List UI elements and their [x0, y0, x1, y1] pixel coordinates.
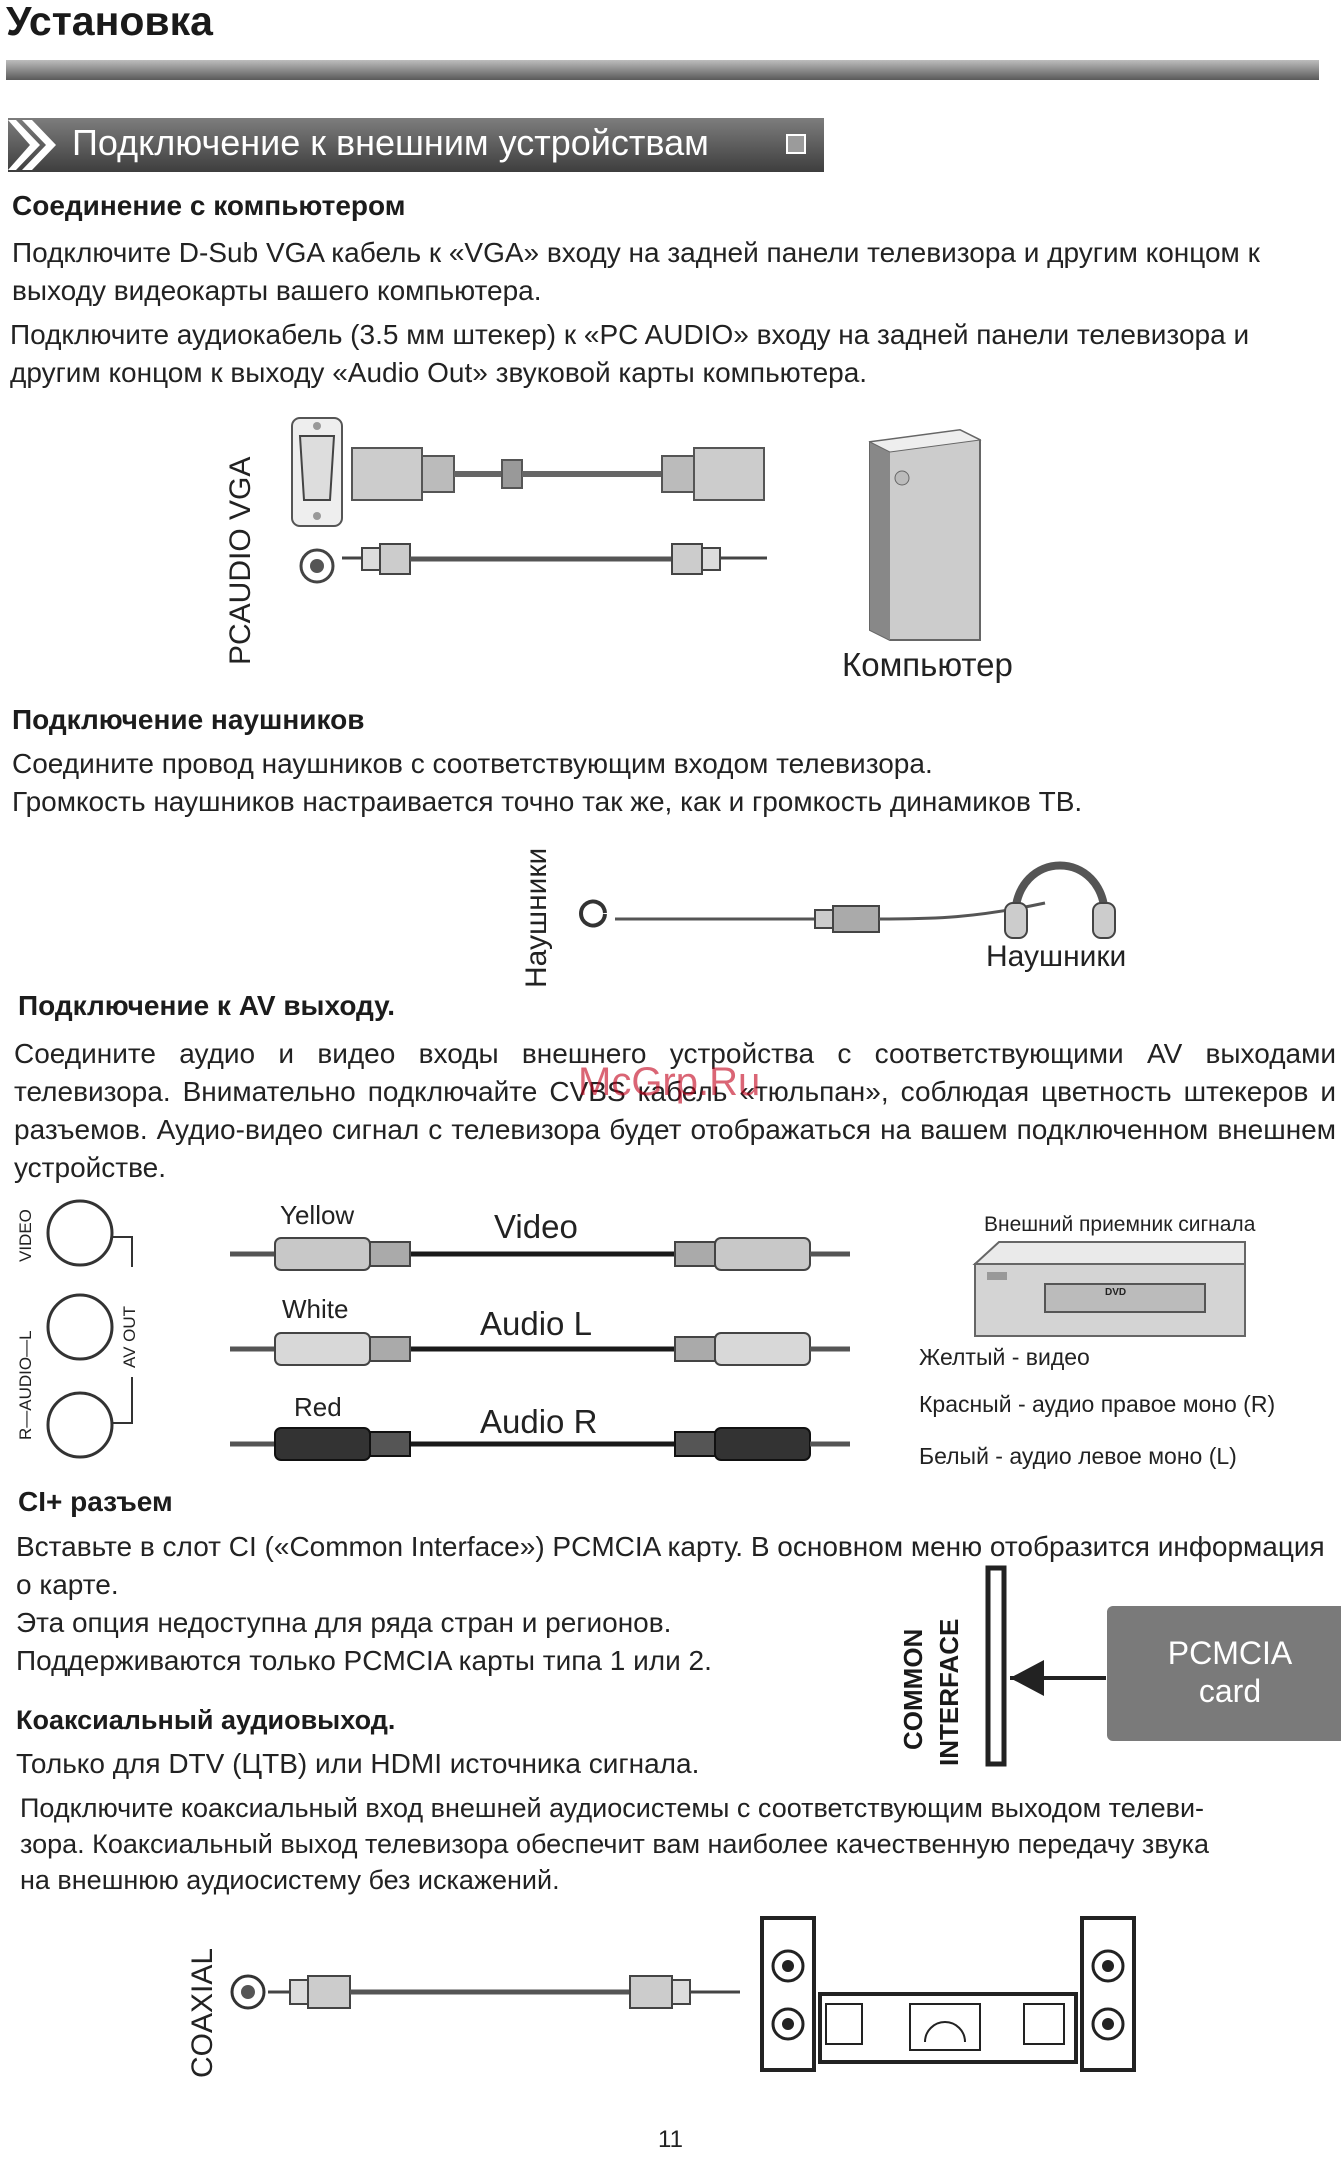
av-heading: Подключение к AV выходу. — [18, 990, 396, 1021]
audio-system-icon — [760, 1916, 1136, 2072]
section-banner-title: Подключение к внешним устройствам — [72, 122, 709, 163]
ci-paragraph-1: Вставьте в слот CI («Common Interface») … — [16, 1531, 1325, 1600]
cable-color-yellow: Yellow — [280, 1200, 355, 1230]
ci-heading: CI+ разъем — [18, 1486, 173, 1517]
page-number: 11 — [658, 2126, 683, 2153]
legend-yellow: Желтый - видео — [919, 1344, 1090, 1370]
av-cables-diagram — [230, 1237, 850, 1461]
ci-paragraph-3: Поддерживаются только PCMCIA карты типа … — [16, 1645, 712, 1676]
computer-icon — [868, 428, 982, 641]
pcmcia-card-line-1: PCMCIA — [1167, 1635, 1293, 1671]
coax-paragraph-1: Только для DTV (ЦТВ) или HDMI источника … — [16, 1748, 700, 1779]
legend-red: Красный - аудио правое моно (R) — [919, 1391, 1276, 1417]
av-ports-diagram — [46, 1199, 133, 1459]
legend-white: Белый - аудио левое моно (L) — [919, 1443, 1237, 1469]
ci-slot-label-1: COMMON — [898, 1628, 928, 1750]
pcmcia-card-line-2: card — [1198, 1673, 1262, 1709]
computer-label: Компьютер — [842, 646, 1013, 683]
headphones-paragraph-2: Громкость наушников настраивается точно … — [12, 786, 1083, 817]
header-rule — [6, 60, 1319, 80]
ci-slot-label-2: INTERFACE — [934, 1618, 964, 1766]
pc-heading: Соединение с компьютером — [12, 190, 406, 221]
receiver-label: Внешний приемник сигнала — [984, 1213, 1256, 1236]
headphones-port-label: Наушники — [520, 847, 553, 988]
pc-port-label: PCAUDIO VGA — [224, 456, 257, 665]
av-out-label: AV OUT — [120, 1305, 139, 1368]
coax-paragraph-2a: Подключите коаксиальный вход внешней ауд… — [20, 1793, 1205, 1823]
arrow-left-icon — [1010, 1660, 1044, 1696]
headphones-paragraph-1: Соедините провод наушников с соответству… — [12, 748, 933, 779]
dvd-logo: DVD — [1105, 1287, 1126, 1298]
cable-signal-video: Video — [494, 1208, 578, 1245]
watermark: McGrp.Ru — [578, 1060, 761, 1104]
cable-signal-audio-l: Audio L — [480, 1305, 592, 1342]
chevron-right-icon — [8, 120, 56, 170]
cable-color-white: White — [282, 1294, 349, 1324]
ci-paragraph-2: Эта опция недоступна для ряда стран и ре… — [16, 1607, 672, 1638]
coax-paragraph-2b: зора. Коаксиальный выход телевизора обес… — [20, 1829, 1209, 1859]
square-icon — [786, 134, 806, 154]
headphones-heading: Подключение наушников — [12, 704, 365, 735]
coax-paragraph-2c: на внешнюю аудиосистему без искажений. — [20, 1865, 560, 1895]
section-banner: Подключение к внешним устройствам — [8, 118, 824, 172]
pc-paragraph-1: Подключите D-Sub VGA кабель к «VGA» вход… — [12, 237, 1260, 306]
ci-slot-diagram — [985, 1565, 1106, 1767]
av-audio-port-label: R—AUDIO—L — [16, 1330, 35, 1440]
vga-cable-diagram — [291, 417, 767, 584]
coax-port-label: COAXIAL — [186, 1947, 219, 2078]
cable-color-red: Red — [294, 1392, 342, 1422]
cable-signal-audio-r: Audio R — [480, 1403, 598, 1440]
av-video-port-label: VIDEO — [16, 1209, 35, 1262]
page-title: Установка — [6, 0, 213, 44]
headphone-cable-diagram — [579, 861, 1116, 939]
pcmcia-card: PCMCIA card — [1107, 1606, 1341, 1741]
dvd-player-icon: DVD — [972, 1241, 1246, 1337]
av-paragraph: Соедините аудио и видео входы внешнего у… — [14, 1038, 1336, 1183]
headphones-device-label: Наушники — [986, 940, 1127, 973]
pc-paragraph-2: Подключите аудиокабель (3.5 мм штекер) к… — [10, 319, 1250, 388]
coax-cable-diagram — [230, 1974, 740, 2010]
coax-heading: Коаксиальный аудиовыход. — [16, 1705, 396, 1735]
